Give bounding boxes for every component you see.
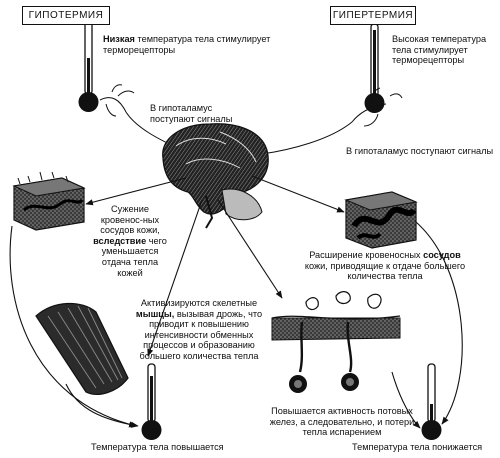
pathway-arrows [9,175,463,429]
vasodilation-emphasis: сосудов [423,250,461,260]
vasoconstriction-text: Сужение кровенос-ных сосудов кожи, вслед… [90,204,170,278]
thermometer-low-icon [78,11,99,112]
brain-icon [162,123,269,229]
result-rising-text: Температура тела повышается [91,442,224,452]
nerve-right-icon [261,87,403,155]
shivering-text: Активизируются скелетные мышцы, вызывая … [128,298,270,362]
vasoconstriction-part2: чего уменьшается отдача тепла кожей [101,235,167,278]
result-falling-text: Температура тела понижается [352,442,483,452]
shivering-part2: вызывая дрожь, что приводит к повышению … [139,308,263,361]
thermometer-falling-icon [421,363,442,440]
cold-stimulus-text: Низкая температура тела стимулирует терм… [103,34,271,55]
thermometer-rising-icon [141,363,162,440]
muscle-icon [35,302,129,395]
arrow-muscle-to-result [65,383,139,428]
arrow-constriction-to-result [9,225,137,428]
vasodilation-text: Расширение кровеносных сосудов кожи, при… [300,250,470,282]
shivering-emphasis: мышцы, [135,308,175,319]
sweat-text: Повышается активность потовых желез, а с… [269,406,415,438]
hot-signal-text: В гипоталамус поступают сигналы [346,146,494,156]
cold-stimulus-rest: температура тела стимулирует терморецепт… [103,34,271,55]
arrow-brain-to-sweat [217,199,283,299]
cold-signal-text: В гипоталамус поступают сигналы [150,103,233,124]
arrow-brain-to-constriction [85,177,187,206]
vasodilation-part1: Расширение кровеносных [309,250,424,260]
arrow-sweat-to-result [391,371,421,429]
arrow-dilation-to-result [415,221,463,425]
vasoconstriction-part1: Сужение кровенос-ных сосудов кожи, [100,204,160,236]
hypothermia-label: ГИПОТЕРМИЯ [22,6,110,25]
arrow-brain-to-muscle [147,199,203,357]
hot-stimulus-text: Высокая температура тела стимулирует тер… [392,34,487,66]
vasoconstriction-emphasis: вследствие [93,235,147,246]
hyperthermia-label: ГИПЕРТЕРМИЯ [330,6,416,25]
skin-dilated-icon [344,191,418,249]
cold-stimulus-emphasis: Низкая [103,34,135,44]
nerve-left-icon [99,84,183,151]
skin-constricted-icon [12,171,86,231]
vasodilation-part2: кожи, приводящие к отдаче большего колич… [304,260,466,282]
shivering-part1: Активизируются скелетные [140,298,258,308]
thermometer-high-icon [364,23,385,113]
arrow-brain-to-dilation [251,175,345,213]
sweat-glands-icon [271,291,401,393]
